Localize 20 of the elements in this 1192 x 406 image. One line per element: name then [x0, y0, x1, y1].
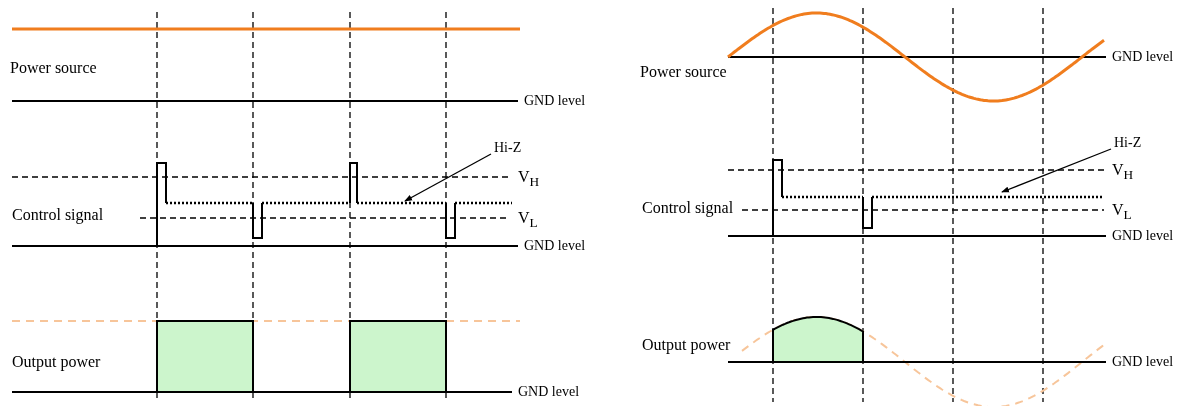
threshold-label: V$_{H}$ — [518, 168, 540, 192]
threshold-label: V$_{L}$ — [1112, 201, 1132, 225]
signal-label: Output power — [642, 336, 731, 354]
signal-label: Control signal — [642, 199, 734, 217]
ground-label: GND level — [1112, 227, 1174, 245]
leader-line — [404, 153, 492, 202]
ground-label: GND level — [1112, 353, 1174, 371]
signal-label: Power source — [10, 59, 97, 77]
threshold-label: V$_{L}$ — [518, 209, 538, 233]
ground-label: GND level — [524, 237, 586, 255]
ground-label: GND level — [1112, 48, 1174, 66]
signal-label: Output power — [12, 353, 101, 371]
signal-label: Control signal — [12, 206, 104, 224]
signal-label: Power source — [640, 63, 727, 81]
callout-label: Hi-Z — [494, 139, 522, 157]
ground-label: GND level — [524, 92, 586, 110]
leader-line — [1001, 148, 1112, 193]
ground-label: GND level — [518, 383, 580, 401]
callout-label: Hi-Z — [1114, 134, 1142, 152]
threshold-label: V$_{H}$ — [1112, 161, 1134, 185]
